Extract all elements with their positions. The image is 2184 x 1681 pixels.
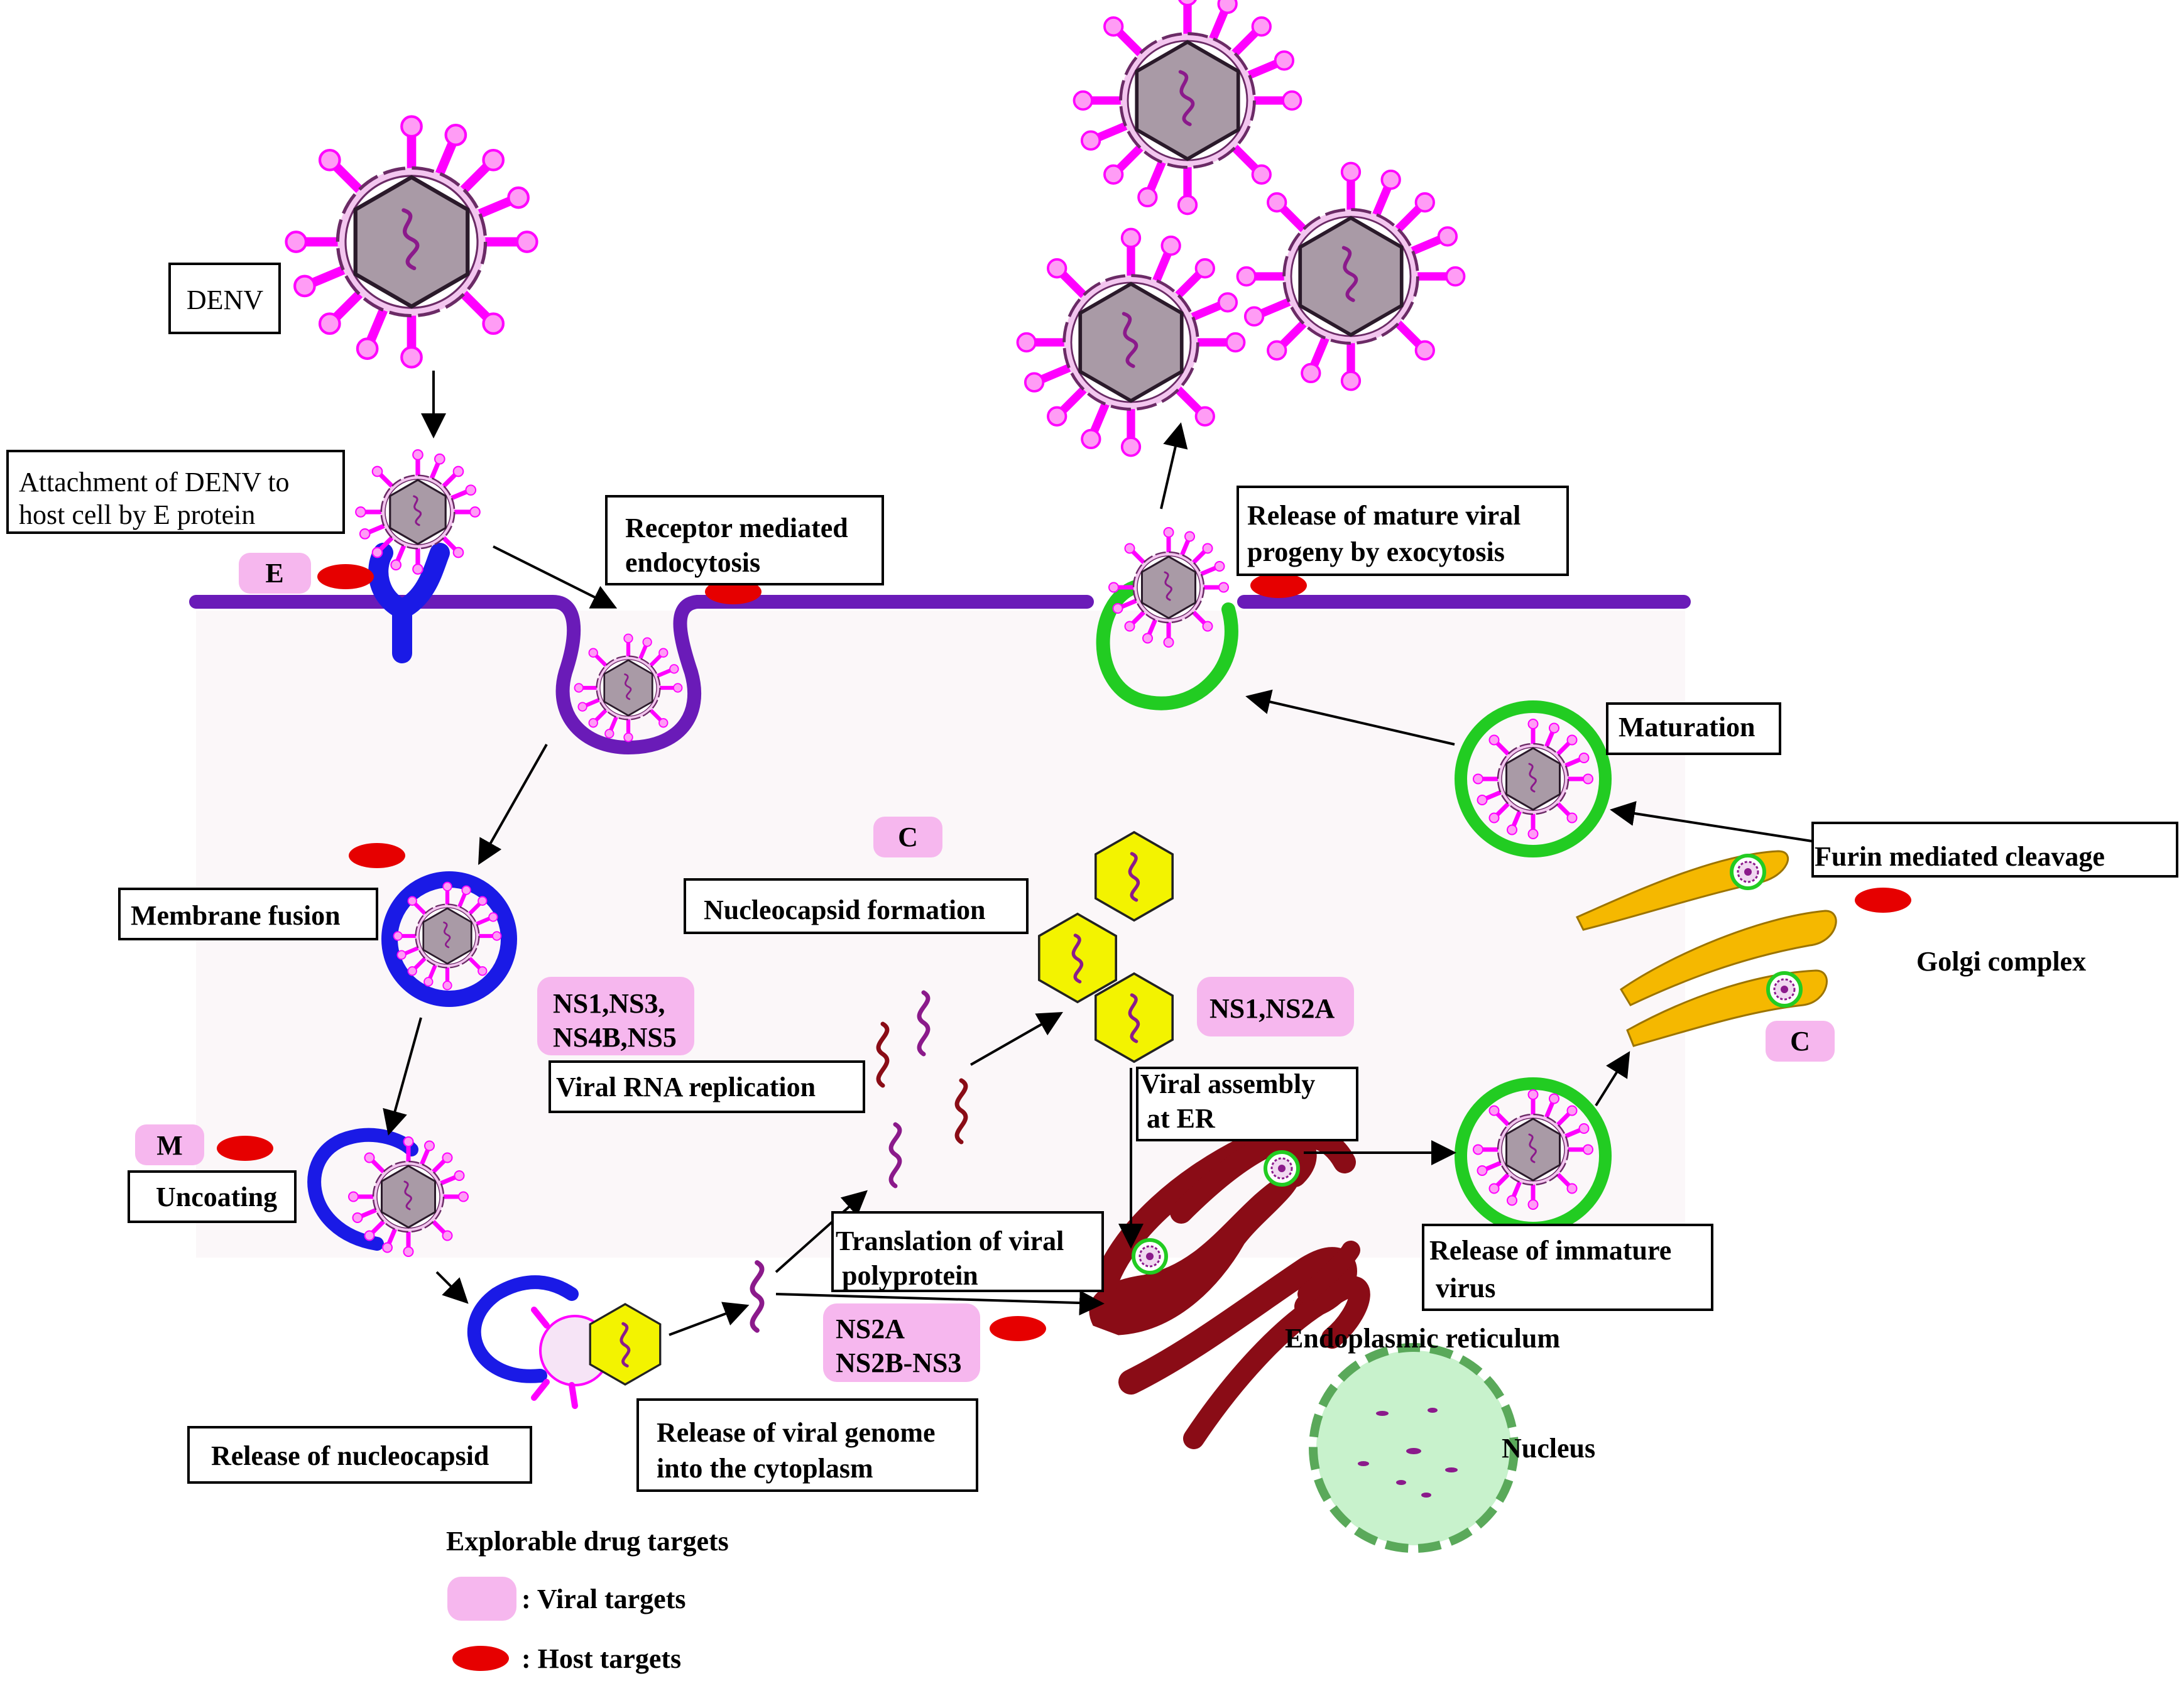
svg-text:Nucleocapsid formation: Nucleocapsid formation	[704, 895, 986, 925]
maturation-vesicle	[1455, 700, 1612, 857]
label-viral-rna-replication: Viral RNA replication	[549, 1060, 865, 1113]
label-release-nucleocapsid: Release of nucleocapsid	[187, 1426, 532, 1484]
golgi-particle-icon	[1732, 856, 1764, 888]
svg-text:Viral assembly: Viral assembly	[1140, 1069, 1315, 1099]
host-target-icon	[317, 564, 374, 589]
label-nucleocapsid-formation: Nucleocapsid formation	[684, 878, 1029, 934]
svg-text:Translation of viral: Translation of viral	[836, 1226, 1064, 1256]
svg-text:host cell by E protein: host cell by E protein	[19, 499, 255, 530]
label-release-mature: Release of mature viral progeny by exocy…	[1237, 486, 1569, 576]
exocytosis-vesicle	[1096, 528, 1238, 710]
uncoating-endosome	[307, 1128, 468, 1256]
label-uncoating: Uncoating	[128, 1170, 297, 1223]
mature-virion-icon	[1074, 0, 1301, 214]
viral-target-markers: E C C M NS1,NS3, NS4B,NS5 NS1,NS2A NS2A …	[135, 553, 1835, 1382]
mature-virion-icon	[1018, 229, 1245, 456]
plasma-membrane	[189, 595, 1691, 755]
host-target-icon	[1855, 888, 1911, 913]
legend-viral-swatch	[447, 1577, 516, 1621]
label-er: Endoplasmic reticulum	[1285, 1323, 1560, 1354]
viral-target-e: E	[265, 558, 283, 589]
svg-text:Release of viral genome: Release of viral genome	[657, 1417, 936, 1448]
viral-target-ns-translation-1: NS2A	[836, 1314, 905, 1344]
svg-text:Release of immature: Release of immature	[1429, 1235, 1671, 1266]
svg-text:DENV: DENV	[187, 285, 263, 315]
host-target-icon	[217, 1136, 273, 1161]
svg-text:virus: virus	[1436, 1273, 1495, 1303]
nucleus	[1309, 1343, 1519, 1553]
svg-text:at ER: at ER	[1147, 1103, 1216, 1134]
endoplasmic-reticulum	[1089, 1124, 1370, 1449]
viral-target-c-top: C	[898, 822, 918, 852]
legend: Explorable drug targets : Viral targets …	[446, 1526, 729, 1674]
label-membrane-fusion: Membrane fusion	[118, 888, 378, 940]
er-particle-icon	[1133, 1240, 1166, 1273]
label-release-immature: Release of immature virus	[1422, 1224, 1713, 1311]
svg-text:polyprotein: polyprotein	[842, 1260, 978, 1291]
svg-text:Release of mature viral: Release of mature viral	[1247, 500, 1521, 531]
label-golgi: Golgi complex	[1916, 946, 2086, 977]
legend-host-swatch	[452, 1646, 509, 1671]
label-maturation: Maturation	[1606, 702, 1781, 755]
viral-target-c-golgi: C	[1790, 1026, 1810, 1057]
svg-text:Membrane fusion: Membrane fusion	[131, 900, 341, 931]
legend-viral-label: : Viral targets	[521, 1584, 685, 1614]
legend-title: Explorable drug targets	[446, 1526, 729, 1557]
viral-target-ns-translation-2: NS2B-NS3	[836, 1347, 962, 1378]
svg-text:endocytosis: endocytosis	[625, 547, 760, 578]
host-target-markers	[217, 564, 1911, 1341]
label-attachment: Attachment of DENV to host cell by E pro…	[6, 450, 345, 534]
svg-text:Viral RNA replication: Viral RNA replication	[556, 1072, 816, 1102]
svg-text:Uncoating: Uncoating	[156, 1182, 277, 1212]
svg-text:progeny by exocytosis: progeny by exocytosis	[1247, 536, 1505, 567]
svg-text:Maturation: Maturation	[1619, 712, 1755, 743]
denv-virion-icon	[287, 117, 537, 367]
label-furin: Furin mediated cleavage	[1811, 822, 2178, 878]
fusion-endosome	[381, 871, 517, 1007]
golgi-particle-icon	[1768, 973, 1801, 1006]
er-particle-icon	[1265, 1152, 1298, 1185]
label-nucleus: Nucleus	[1502, 1433, 1595, 1464]
attaching-virion-icon	[356, 450, 480, 574]
viral-target-ns-replication-2: NS4B,NS5	[553, 1022, 677, 1053]
mature-virion-icon	[1238, 163, 1465, 390]
label-viral-assembly: Viral assembly at ER	[1136, 1067, 1358, 1141]
label-denv: DENV	[168, 263, 281, 334]
label-translation: Translation of viral polyprotein	[831, 1211, 1104, 1292]
receptor-icon	[368, 543, 450, 663]
svg-text:Furin mediated cleavage: Furin mediated cleavage	[1815, 841, 2105, 872]
label-endocytosis: Receptor mediated endocytosis	[605, 495, 884, 585]
label-release-genome: Release of viral genome into the cytopla…	[636, 1398, 978, 1492]
svg-text:into the cytoplasm: into the cytoplasm	[657, 1453, 873, 1484]
nucleocapsid-release	[467, 1275, 660, 1409]
host-target-icon	[990, 1316, 1046, 1341]
svg-text:Attachment of DENV to: Attachment of DENV to	[19, 467, 290, 498]
legend-host-label: : Host targets	[521, 1643, 681, 1674]
svg-text:Release of nucleocapsid: Release of nucleocapsid	[211, 1440, 489, 1471]
endocytosed-virion-icon	[575, 634, 682, 742]
viral-target-ns-assembly: NS1,NS2A	[1209, 993, 1335, 1024]
host-target-icon	[1250, 573, 1307, 598]
flow-arrows	[383, 371, 1816, 1336]
svg-text:Receptor mediated: Receptor mediated	[625, 513, 848, 543]
viral-target-ns-replication-1: NS1,NS3,	[553, 988, 665, 1019]
viral-target-m: M	[156, 1130, 183, 1161]
host-target-icon	[349, 843, 405, 868]
